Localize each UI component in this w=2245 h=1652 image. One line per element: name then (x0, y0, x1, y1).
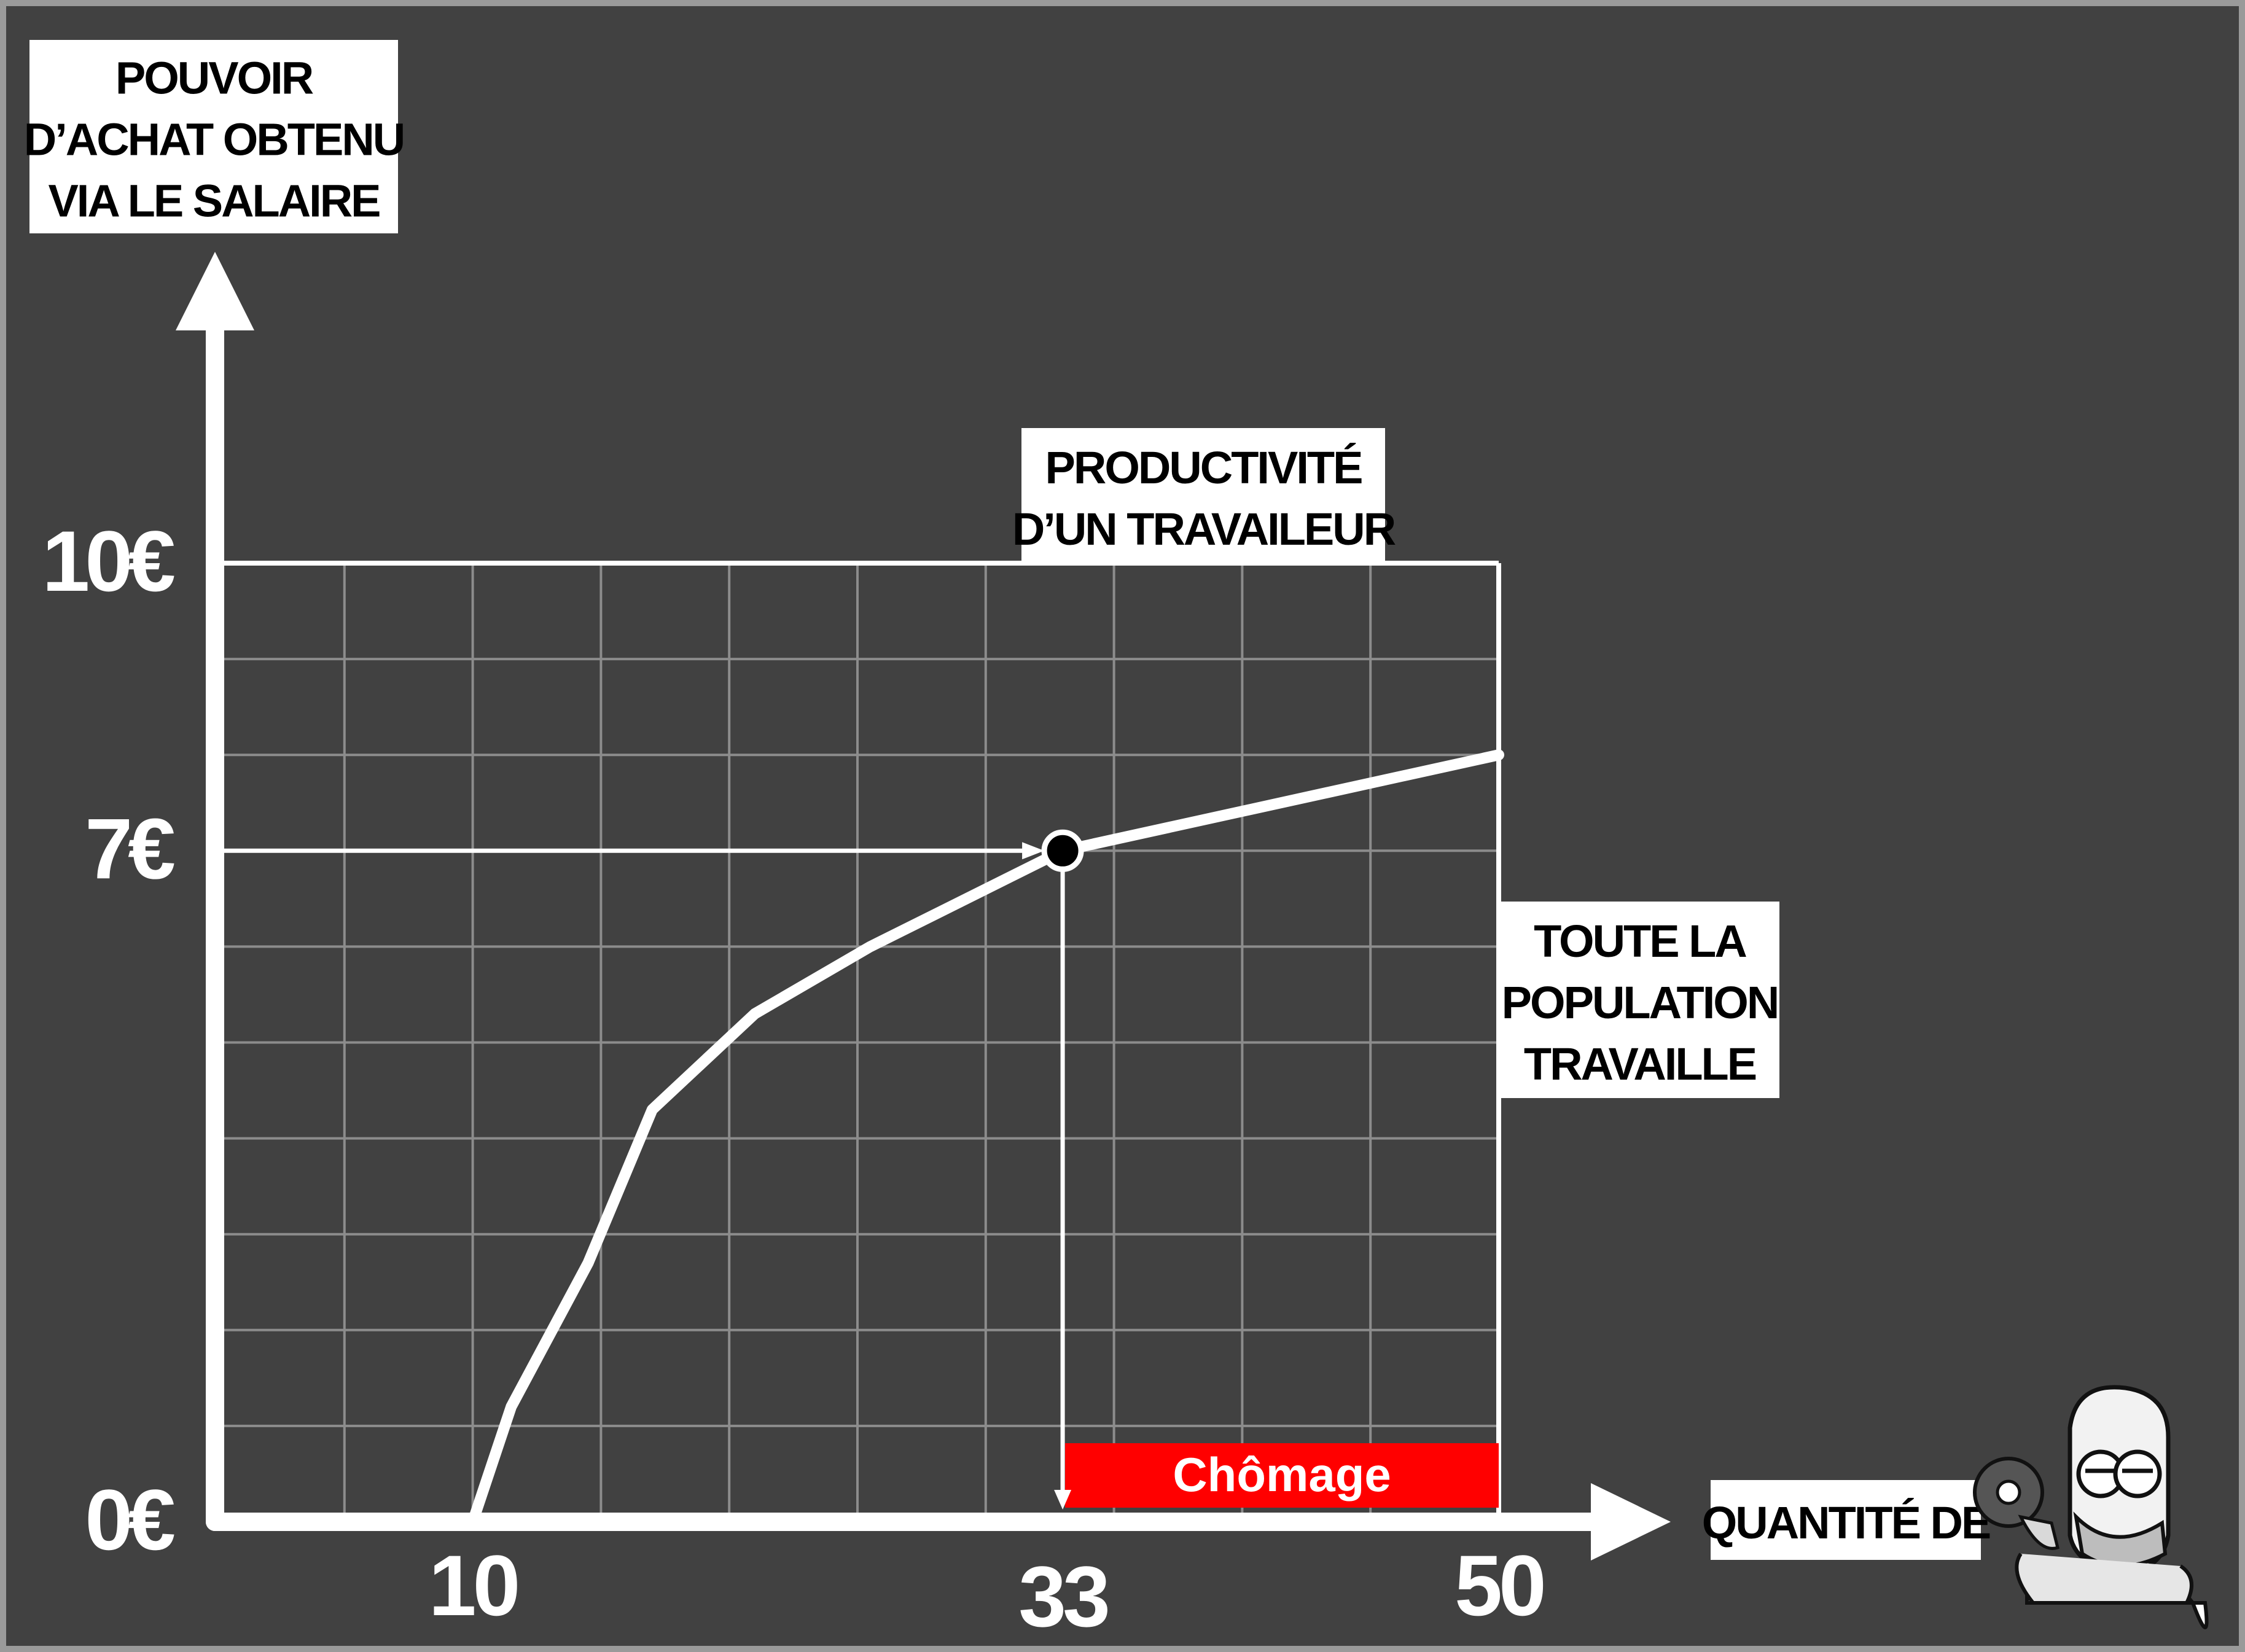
data-point (510, 1406, 512, 1408)
highlight-point (1041, 829, 1084, 872)
x-axis-title: QUANTITÉ DE (1702, 1480, 1992, 1560)
annotation-population: TOUTE LA POPULATION TRAVAILLE (1500, 902, 1779, 1098)
y-axis-title-text: POUVOIR (115, 53, 313, 104)
data-point (651, 1108, 653, 1110)
grid (216, 561, 1501, 1523)
annotation-population-text: TOUTE LA (1534, 916, 1746, 967)
y-tick-label: 0€ (85, 1471, 174, 1568)
annotation-population-text: TRAVAILLE (1524, 1038, 1756, 1089)
reference-arrow-down (1054, 1490, 1072, 1510)
homer-shirt-icon (2015, 1553, 2193, 1605)
y-tick-label: 10€ (42, 513, 174, 609)
homer-simpson-donut-icon (1973, 1385, 2209, 1629)
y-axis-title-text: VIA LE SALAIRE (48, 176, 380, 227)
reference-arrow-right (1022, 842, 1045, 860)
homer-hand-icon (2018, 1514, 2060, 1550)
annotation-productivite-text: PRODUCTIVITÉ (1045, 442, 1362, 493)
annotation-productivite: PRODUCTIVITÉ D’UN TRAVAILEUR (1012, 428, 1397, 563)
x-axis-arrowhead (1591, 1483, 1671, 1560)
y-tick-label: 7€ (85, 800, 174, 897)
data-point (754, 1013, 755, 1015)
y-axis-title-text: D’ACHAT OBTENU (24, 114, 404, 165)
y-axis-title-box (29, 40, 398, 233)
data-point (587, 1262, 589, 1264)
annotation-population-text: POPULATION (1502, 977, 1778, 1028)
homer-eye-icon (2113, 1449, 2162, 1498)
data-point (1498, 754, 1499, 756)
annotation-productivite-text: D’UN TRAVAILEUR (1012, 504, 1396, 555)
x-tick-label: 33 (1018, 1548, 1107, 1645)
annotation-productivite-box (1021, 428, 1385, 563)
chomage-label: Chômage (1173, 1447, 1391, 1502)
chomage-region (1065, 1443, 1499, 1508)
annotation-population-box (1500, 902, 1779, 1098)
series-line (467, 749, 1504, 1527)
x-axis-title-box (1711, 1480, 1981, 1560)
x-axis-title-text: QUANTITÉ DE (1702, 1497, 1990, 1548)
y-axis-title: POUVOIR D’ACHAT OBTENU VIA LE SALAIRE (24, 40, 405, 233)
data-point (869, 946, 871, 948)
donut-hole-icon (1996, 1479, 2021, 1505)
y-axis-arrowhead (176, 252, 254, 330)
x-tick-label: 50 (1454, 1537, 1544, 1634)
x-tick-label: 10 (429, 1537, 518, 1634)
